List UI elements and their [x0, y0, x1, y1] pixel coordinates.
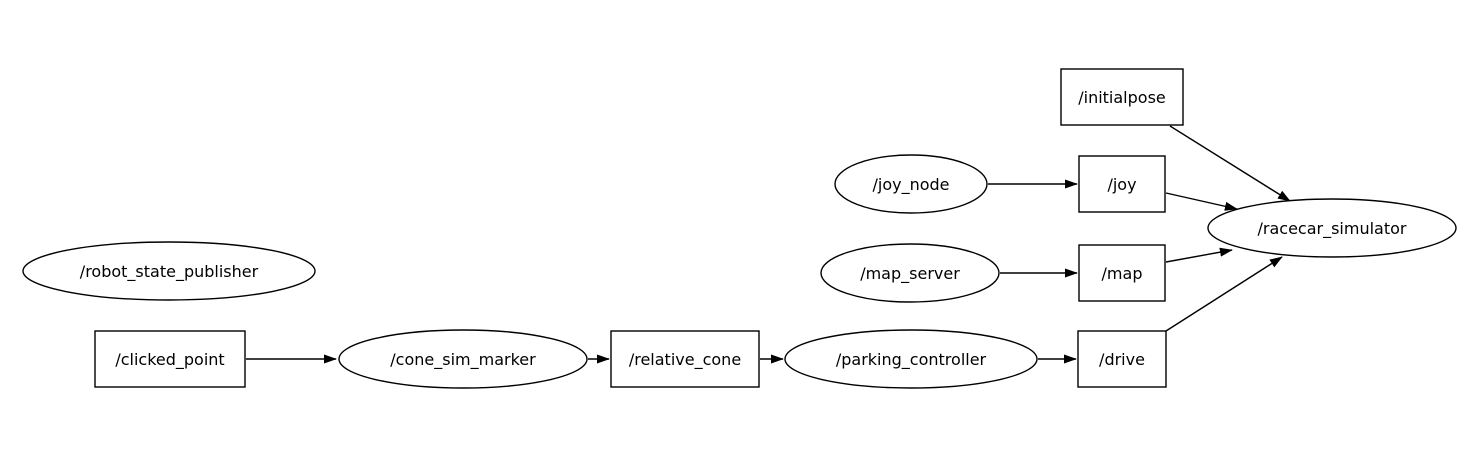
map_server-shape[interactable]	[820, 243, 1000, 303]
cone_sim_marker-shape[interactable]	[338, 329, 588, 389]
cone_sim_marker-label: /cone_sim_marker	[390, 350, 536, 370]
initialpose-shape[interactable]	[1060, 68, 1184, 126]
edge-map-to-racecar_simulator	[1165, 247, 1233, 263]
drive-label: /drive	[1099, 350, 1145, 369]
clicked_point-shape[interactable]	[94, 330, 246, 388]
parking_controller-shape[interactable]	[784, 329, 1038, 389]
topic-box-initialpose[interactable]: /initialpose	[1060, 68, 1184, 126]
topic-box-drive[interactable]: /drive	[1077, 330, 1167, 388]
joy-label: /joy	[1107, 175, 1136, 194]
map-label: /map	[1102, 264, 1143, 283]
relative_cone-label: /relative_cone	[629, 350, 741, 370]
map-shape[interactable]	[1078, 244, 1166, 302]
joy_node-shape[interactable]	[834, 154, 988, 214]
joy_node-label: /joy_node	[872, 175, 949, 195]
topic-box-joy[interactable]: /joy	[1078, 155, 1166, 213]
robot_state_publisher-label: /robot_state_publisher	[80, 262, 259, 282]
joy-shape[interactable]	[1078, 155, 1166, 213]
node-ellipse-joy_node[interactable]: /joy_node	[834, 154, 988, 214]
topic-box-map[interactable]: /map	[1078, 244, 1166, 302]
topic-box-clicked_point[interactable]: /clicked_point	[94, 330, 246, 388]
edge-drive-to-racecar_simulator	[1165, 256, 1283, 332]
racecar_simulator-label: /racecar_simulator	[1258, 219, 1407, 239]
node-ellipse-parking_controller[interactable]: /parking_controller	[784, 329, 1038, 389]
edge-initialpose-to-racecar_simulator	[1169, 125, 1291, 202]
relative_cone-shape[interactable]	[610, 330, 760, 388]
topic-box-relative_cone[interactable]: /relative_cone	[610, 330, 760, 388]
map_server-label: /map_server	[860, 264, 960, 284]
node-ellipse-cone_sim_marker[interactable]: /cone_sim_marker	[338, 329, 588, 389]
node-ellipse-map_server[interactable]: /map_server	[820, 243, 1000, 303]
node-ellipse-racecar_simulator[interactable]: /racecar_simulator	[1207, 198, 1457, 258]
edge-joy-to-racecar_simulator	[1165, 192, 1238, 211]
initialpose-label: /initialpose	[1078, 88, 1166, 107]
robot_state_publisher-shape[interactable]	[22, 241, 316, 301]
parking_controller-label: /parking_controller	[836, 350, 987, 370]
clicked_point-label: /clicked_point	[115, 350, 224, 370]
racecar_simulator-shape[interactable]	[1207, 198, 1457, 258]
node-ellipse-robot_state_publisher[interactable]: /robot_state_publisher	[22, 241, 316, 301]
drive-shape[interactable]	[1077, 330, 1167, 388]
